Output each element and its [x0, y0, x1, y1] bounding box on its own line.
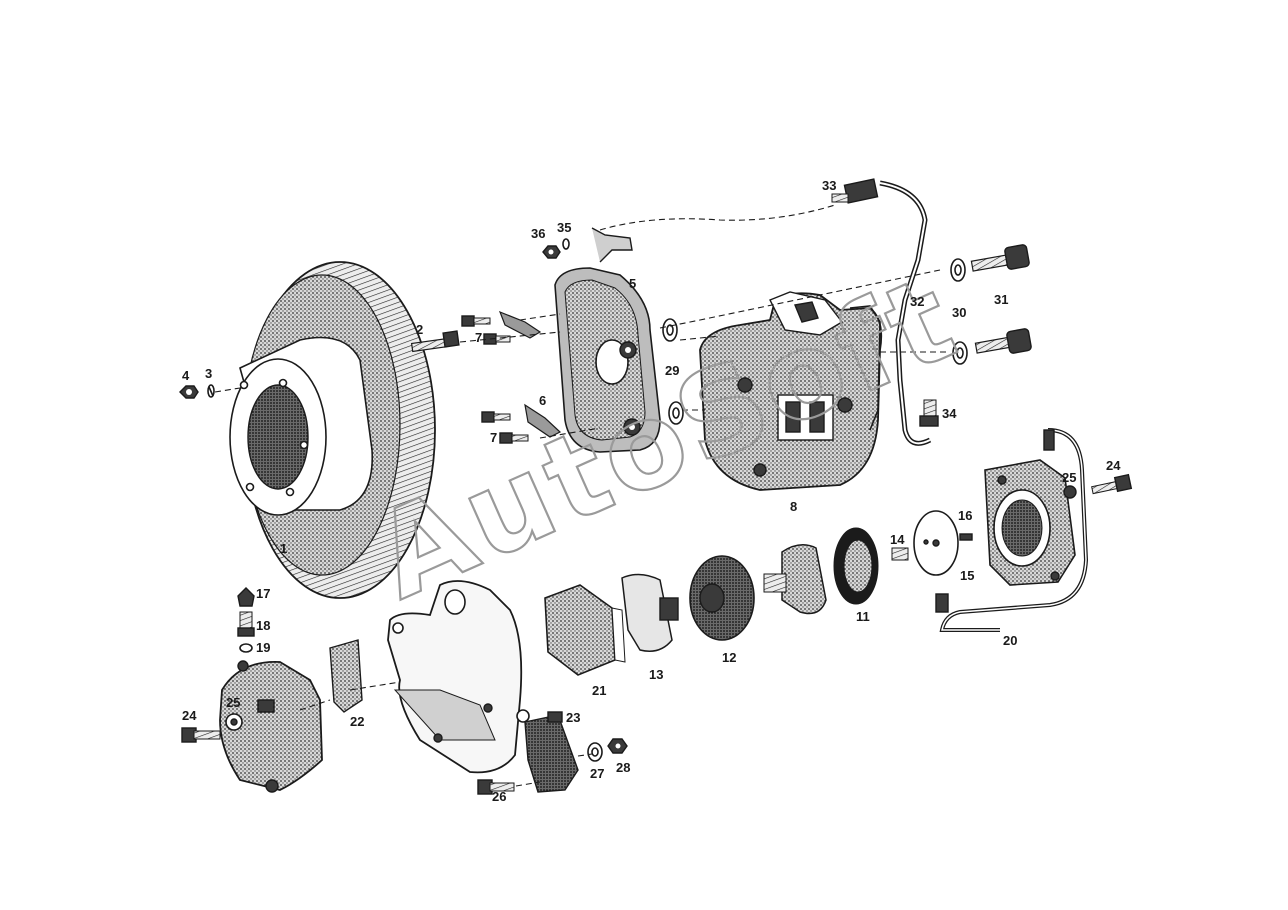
label-part-8: 8: [790, 499, 797, 514]
piston-plate-13: [621, 573, 679, 652]
label-part-36: 36: [531, 226, 545, 241]
label-part-25b: 25: [1062, 470, 1076, 485]
washers-29: [662, 318, 684, 425]
label-part-2: 2: [416, 322, 423, 337]
housing-bolt-24-right: [1091, 473, 1133, 495]
spring-14: [891, 547, 909, 561]
label-part-22: 22: [350, 714, 364, 729]
brake-disc: [229, 261, 436, 599]
watermark-autosoft: AutoSoft: [355, 248, 976, 626]
label-part-29: 29: [665, 363, 679, 378]
seal-ring-11: [833, 527, 879, 605]
label-part-20: 20: [1003, 633, 1017, 648]
label-part-6: 6: [539, 393, 546, 408]
brake-pad-21: [544, 584, 626, 676]
caliper-bolt-lower: [974, 328, 1032, 354]
brake-pipe-20: [935, 428, 1089, 632]
assembly-guide-lines: [214, 204, 950, 787]
brake-line-32: [879, 180, 932, 446]
label-part-18: 18: [256, 618, 270, 633]
bleed-screw-18: [237, 611, 255, 637]
spring-washer: [562, 238, 570, 250]
label-part-32: 32: [910, 294, 924, 309]
label-part-1: 1: [280, 541, 287, 556]
disc-bolt: [410, 330, 460, 353]
label-part-24a: 24: [182, 708, 197, 723]
union-fitting-33: [831, 178, 879, 204]
label-part-33: 33: [822, 178, 836, 193]
caliper-bolt-upper: [970, 244, 1030, 272]
label-part-24b: 24: [1106, 458, 1121, 473]
retainer-23: [524, 711, 579, 793]
label-part-28: 28: [616, 760, 630, 775]
label-part-5: 5: [629, 276, 636, 291]
bolt-26: [477, 779, 515, 795]
disc-plate-15: [913, 510, 959, 576]
spring-clip-22: [329, 639, 363, 713]
cylinder-housing-left: [219, 660, 323, 793]
label-part-14: 14: [890, 532, 905, 547]
bleed-cap-17: [237, 587, 255, 607]
bolt-7-lower: [481, 411, 529, 444]
lock-plate-lower: [524, 403, 562, 438]
label-part-3: 3: [205, 366, 212, 381]
dust-boot-12: [689, 555, 755, 641]
nut-28: [607, 738, 628, 754]
washer-19: [239, 643, 253, 653]
label-part-16: 16: [958, 508, 972, 523]
small-nut: [542, 245, 561, 259]
lock-washer: [207, 384, 215, 398]
label-part-26: 26: [492, 789, 506, 804]
label-part-17: 17: [256, 586, 270, 601]
bleed-screw-34: [919, 399, 939, 427]
pin-16: [959, 533, 973, 541]
caliper-washers: [950, 258, 968, 365]
label-part-11: 11: [856, 609, 870, 624]
brake-caliper: [699, 291, 883, 491]
label-part-30: 30: [952, 305, 966, 320]
label-part-4: 4: [182, 368, 190, 383]
label-part-21: 21: [592, 683, 606, 698]
dust-shield: [554, 227, 661, 453]
washer-27: [587, 742, 603, 762]
label-part-35: 35: [557, 220, 571, 235]
label-part-27: 27: [590, 766, 604, 781]
caliper-bracket: [387, 580, 530, 774]
label-part-34: 34: [942, 406, 957, 421]
label-part-12: 12: [722, 650, 736, 665]
label-part-31: 31: [994, 292, 1008, 307]
housing-bolt-24-left: [181, 727, 221, 743]
label-part-15: 15: [960, 568, 974, 583]
label-part-7b: 7: [490, 430, 497, 445]
wheel-cylinder-housing: [984, 459, 1077, 586]
label-part-13: 13: [649, 667, 663, 682]
label-part-25a: 25: [226, 695, 240, 710]
part-number-labels: 1 2 3 4 5 6 7 7 8 11 12 13 14 15 16 17 1…: [182, 178, 1121, 804]
label-part-19: 19: [256, 640, 270, 655]
piston: [763, 544, 827, 615]
wheel-nut: [179, 385, 199, 399]
label-part-23: 23: [566, 710, 580, 725]
label-part-7a: 7: [475, 330, 482, 345]
